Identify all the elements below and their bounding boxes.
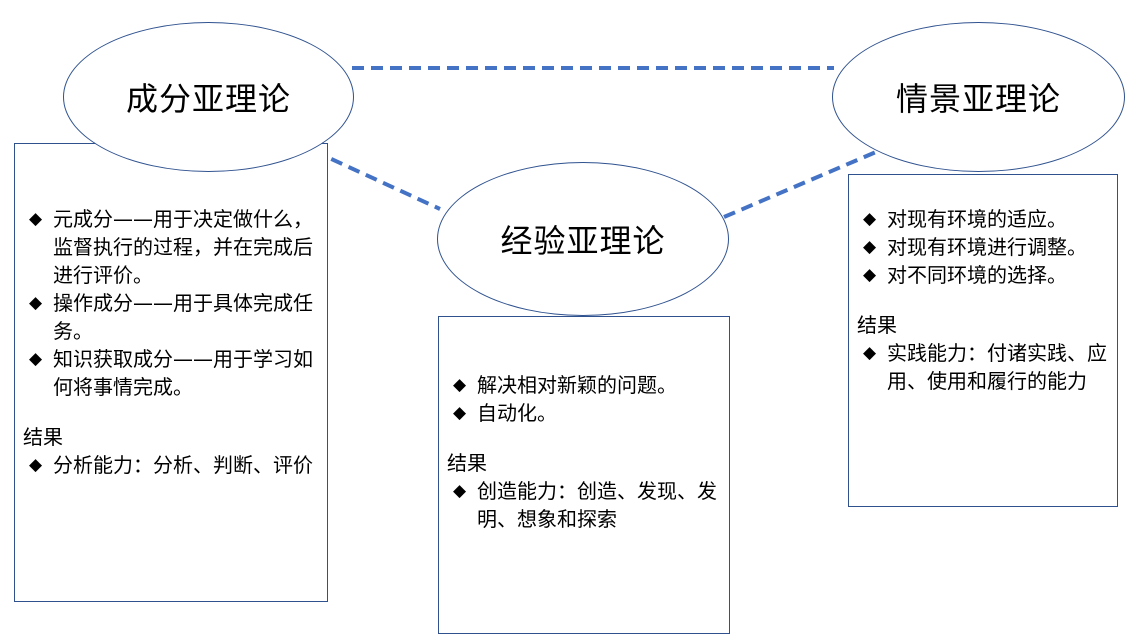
experiential-subtheory-node: 经验亚理论 bbox=[437, 162, 729, 316]
connector-experiential-contextual bbox=[723, 150, 877, 219]
experiential-item: 自动化。 bbox=[447, 399, 725, 427]
contextual-item: 对现有环境进行调整。 bbox=[857, 233, 1113, 261]
component-item: 操作成分——用于具体完成任务。 bbox=[23, 289, 323, 345]
contextual-subtheory-box: 对现有环境的适应。 对现有环境进行调整。 对不同环境的选择。 结果 实践能力：付… bbox=[848, 174, 1118, 507]
contextual-subtheory-node: 情景亚理论 bbox=[832, 22, 1125, 172]
component-item: 知识获取成分——用于学习如何将事情完成。 bbox=[23, 345, 323, 401]
contextual-item-list: 对现有环境的适应。 对现有环境进行调整。 对不同环境的选择。 bbox=[857, 205, 1113, 289]
component-item: 元成分——用于决定做什么，监督执行的过程，并在完成后进行评价。 bbox=[23, 205, 323, 289]
experiential-result-title: 结果 bbox=[447, 451, 487, 475]
component-result-title: 结果 bbox=[23, 425, 63, 449]
contextual-result-item: 实践能力：付诸实践、应用、使用和履行的能力 bbox=[857, 339, 1113, 395]
connector-component-experiential bbox=[313, 149, 441, 211]
contextual-result-title: 结果 bbox=[857, 313, 897, 337]
experiential-item-list: 解决相对新颖的问题。 自动化。 bbox=[447, 371, 725, 427]
experiential-subtheory-title: 经验亚理论 bbox=[500, 222, 666, 260]
component-subtheory-title: 成分亚理论 bbox=[125, 80, 291, 118]
component-result-item: 分析能力：分析、判断、评价 bbox=[23, 451, 323, 479]
component-subtheory-box: 元成分——用于决定做什么，监督执行的过程，并在完成后进行评价。 操作成分——用于… bbox=[14, 143, 328, 602]
contextual-result-list: 实践能力：付诸实践、应用、使用和履行的能力 bbox=[857, 339, 1113, 395]
experiential-item: 解决相对新颖的问题。 bbox=[447, 371, 725, 399]
component-subtheory-node: 成分亚理论 bbox=[63, 22, 354, 172]
component-item-list: 元成分——用于决定做什么，监督执行的过程，并在完成后进行评价。 操作成分——用于… bbox=[23, 205, 323, 401]
experiential-result-item: 创造能力：创造、发现、发明、想象和探索 bbox=[447, 477, 725, 533]
contextual-item: 对不同环境的选择。 bbox=[857, 261, 1113, 289]
experiential-subtheory-box: 解决相对新颖的问题。 自动化。 结果 创造能力：创造、发现、发明、想象和探索 bbox=[438, 316, 730, 634]
experiential-result-list: 创造能力：创造、发现、发明、想象和探索 bbox=[447, 477, 725, 533]
contextual-subtheory-title: 情景亚理论 bbox=[895, 80, 1061, 118]
component-result-list: 分析能力：分析、判断、评价 bbox=[23, 451, 323, 479]
contextual-item: 对现有环境的适应。 bbox=[857, 205, 1113, 233]
